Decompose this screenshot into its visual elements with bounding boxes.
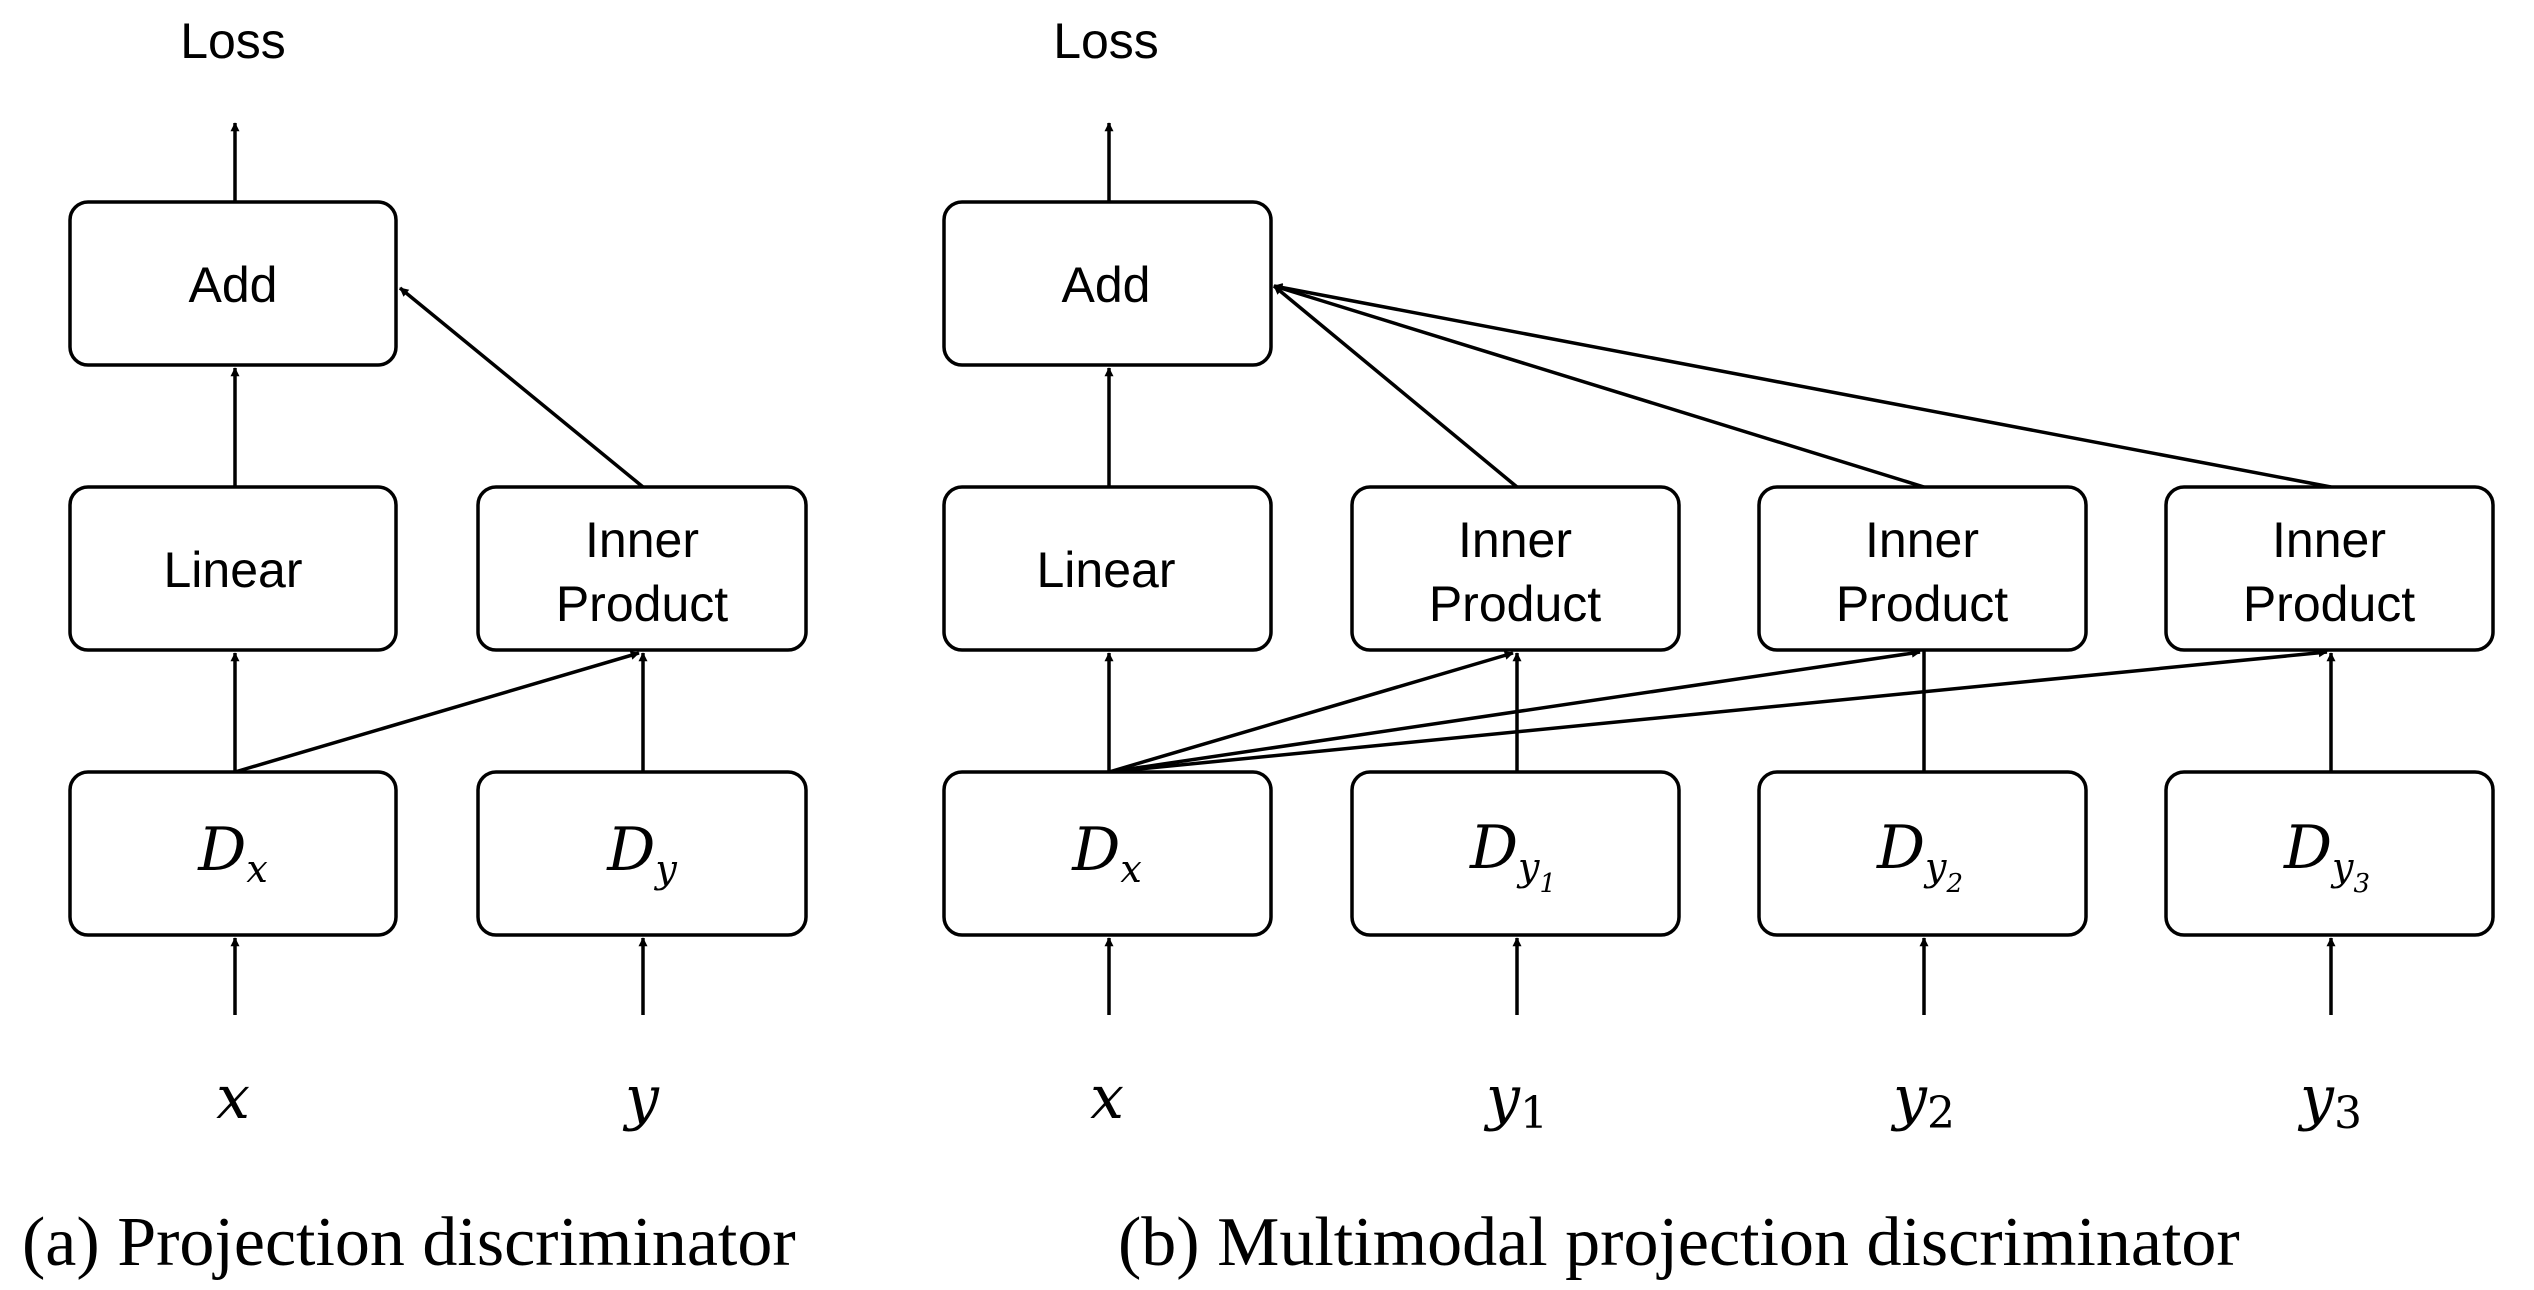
edge-dx-to-inner3: [1108, 648, 2328, 774]
panel-b: Loss Add Linear Inner Product Inner Prod…: [942, 13, 2495, 1281]
edge-inner2-to-add: [1273, 284, 1925, 489]
dy2-node: [1757, 770, 2088, 937]
edge-inner1-to-add: [1272, 284, 1519, 489]
add-label: Add: [189, 257, 278, 313]
add-node: [942, 200, 1273, 367]
inner-product-node-2: [1757, 485, 2088, 652]
input-y2: y2: [1890, 1063, 1955, 1139]
add-label: Add: [1062, 257, 1151, 313]
linear-label: Linear: [164, 542, 303, 598]
dy-label: Dy: [606, 815, 677, 891]
dx-node: [68, 770, 398, 937]
edge-inner-to-add: [398, 286, 645, 489]
inner-label-line2: Product: [1836, 576, 2008, 632]
caption-b: (b) Multimodal projection discriminator: [1118, 1204, 2240, 1281]
panel-a: Loss Add Linear Inner Product Dx Dy x y …: [22, 13, 808, 1281]
dx-label: Dx: [1071, 815, 1142, 891]
inner-label-line1: Inner: [585, 512, 699, 568]
caption-a: (a) Projection discriminator: [22, 1204, 796, 1281]
dx-node: [942, 770, 1273, 937]
linear-label: Linear: [1037, 542, 1176, 598]
inner-label-line1: Inner: [1865, 512, 1979, 568]
inner-label-line1: Inner: [2272, 512, 2386, 568]
add-node: [68, 200, 398, 367]
linear-node: [68, 485, 398, 652]
dy3-node: [2164, 770, 2495, 937]
dx-label: Dx: [197, 815, 268, 891]
inner-product-node-1: [1350, 485, 1681, 652]
edge-dx-to-inner: [234, 651, 640, 774]
dy1-label: Dy1: [1469, 813, 1556, 899]
input-y1: y1: [1483, 1063, 1548, 1139]
dy1-node: [1350, 770, 1681, 937]
inner-label-line2: Product: [556, 576, 728, 632]
inner-product-node-3: [2164, 485, 2495, 652]
input-x: x: [1090, 1063, 1124, 1133]
loss-label: Loss: [180, 13, 286, 69]
input-x: x: [216, 1063, 250, 1133]
edge-inner3-to-add: [1273, 283, 2332, 489]
loss-label: Loss: [1053, 13, 1159, 69]
input-y3: y3: [2297, 1063, 2362, 1139]
edge-dx-to-inner2: [1108, 648, 1921, 774]
dy3-label: Dy3: [2283, 813, 2370, 899]
linear-node: [942, 485, 1273, 652]
inner-label-line1: Inner: [1458, 512, 1572, 568]
input-y: y: [622, 1063, 660, 1133]
inner-label-line2: Product: [1429, 576, 1601, 632]
inner-product-node: [476, 485, 808, 652]
dy2-label: Dy2: [1876, 813, 1963, 899]
inner-label-line2: Product: [2243, 576, 2415, 632]
edge-dx-to-inner1: [1108, 651, 1514, 774]
dy-node: [476, 770, 808, 937]
